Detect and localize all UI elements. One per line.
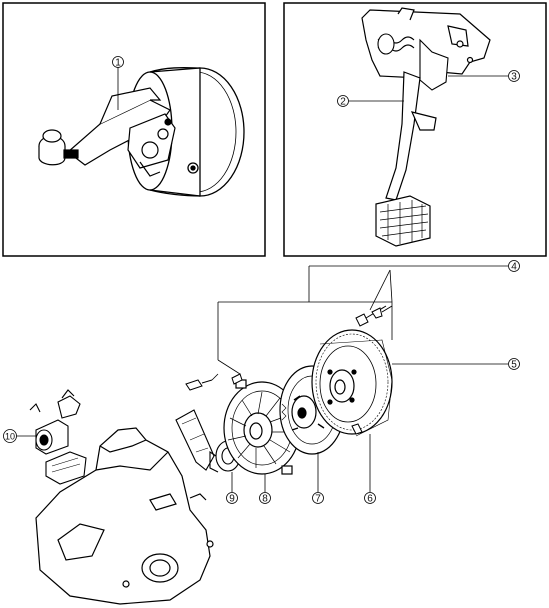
- callout-9: 9: [226, 472, 238, 505]
- callout-2-number: 2: [340, 97, 346, 108]
- callout-6: 6: [364, 434, 376, 505]
- callout-9-number: 9: [229, 494, 235, 505]
- callout-4-number: 4: [511, 262, 517, 273]
- clutch-pedal-arm: [385, 71, 437, 201]
- callout-3-number: 3: [511, 72, 517, 83]
- callout-2: 2: [337, 95, 404, 108]
- callout-7-number: 7: [315, 494, 321, 505]
- release-cylinder-bracket: [45, 451, 87, 485]
- flywheel-bolt: [355, 305, 393, 327]
- callout-3: 3: [448, 70, 520, 83]
- reservoir-cap: [38, 129, 79, 166]
- callout-4-bracket: [211, 265, 508, 381]
- callout-10-number: 10: [5, 432, 15, 442]
- transaxle-housing: [35, 427, 214, 605]
- callout-8: 8: [259, 474, 271, 505]
- callout-10: 10: [3, 429, 36, 443]
- cover-bolt: [185, 373, 243, 391]
- brake-booster-panel: 1: [2, 2, 266, 257]
- callout-1-number: 1: [115, 58, 121, 69]
- callout-5-number: 5: [511, 360, 517, 371]
- callout-8-number: 8: [262, 494, 268, 505]
- callout-4: 4: [508, 260, 520, 273]
- callout-6-number: 6: [367, 494, 373, 505]
- release-cylinder: [29, 389, 81, 455]
- clutch-exploded-view: 4 5 6 7 8 9: [3, 260, 520, 605]
- dowel-pin: [351, 423, 363, 435]
- callout-7: 7: [312, 452, 324, 505]
- pedal-bracket: [361, 7, 491, 79]
- callout-1: 1: [112, 56, 124, 110]
- release-fork: [175, 409, 215, 471]
- pedal-pad: [375, 195, 431, 247]
- pedal-assembly-panel: 2 3: [283, 2, 547, 257]
- master-cylinder: [67, 87, 176, 177]
- callout-5: 5: [392, 358, 520, 371]
- pivot-spring: [377, 33, 449, 91]
- flywheel: [311, 329, 393, 437]
- clutch-cover: [223, 379, 301, 475]
